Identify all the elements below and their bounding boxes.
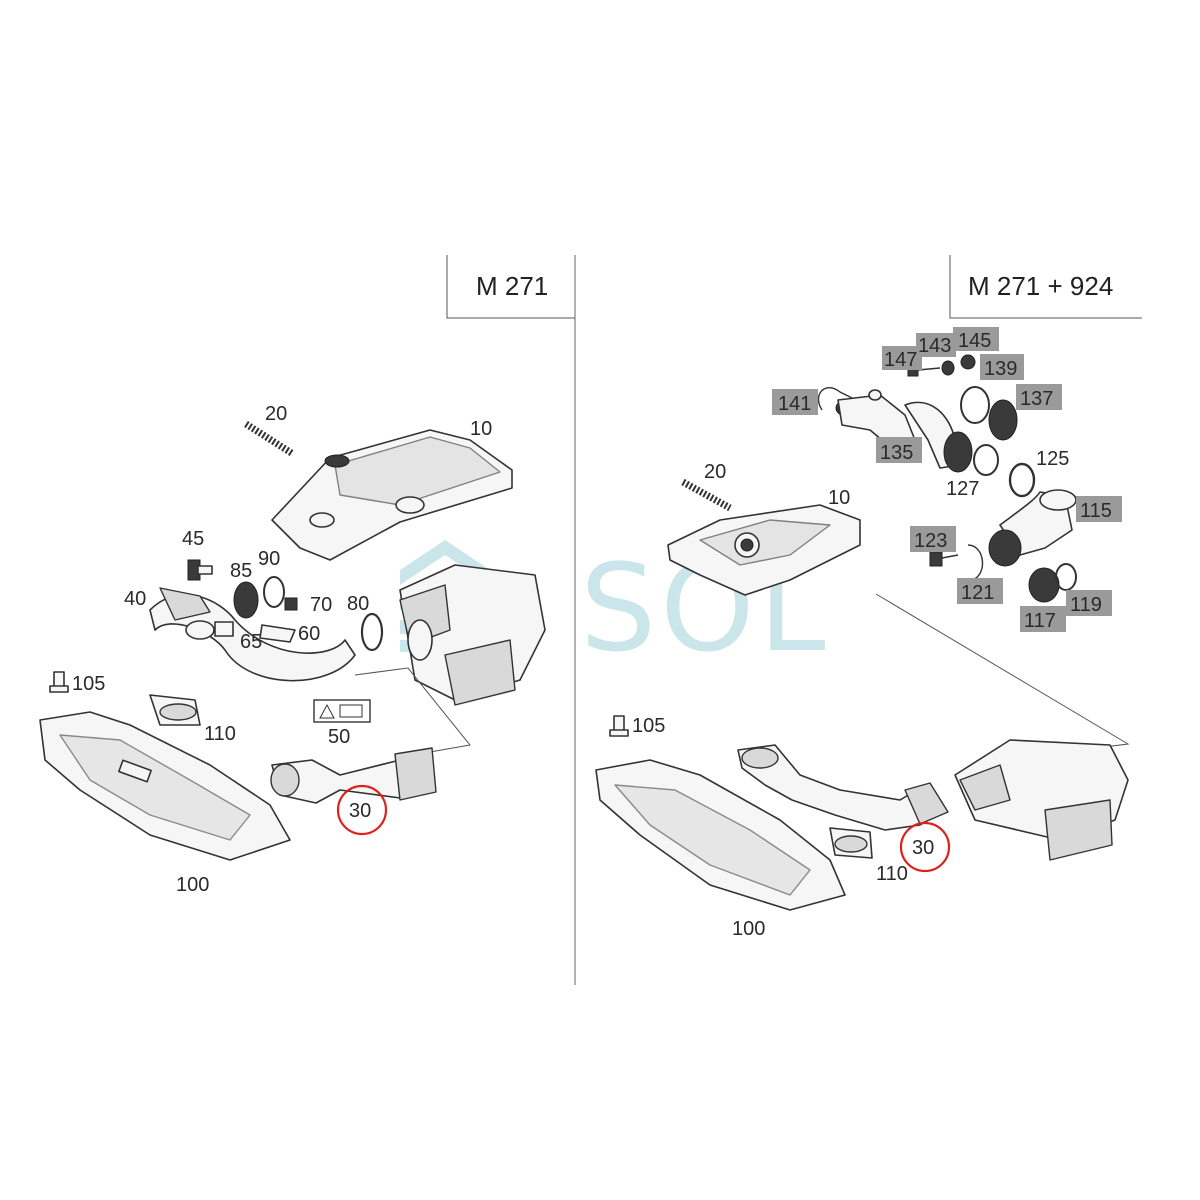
right-label-123: 123: [914, 530, 947, 552]
left-part-45-sensor: [187, 559, 213, 581]
right-part-141-clip: [817, 386, 857, 411]
right-part-20-strip: [681, 478, 732, 512]
left-part-30-intake-duct: [270, 747, 437, 804]
left-label-45: 45: [182, 528, 204, 550]
right-part-100-undertray: [595, 759, 846, 911]
right-label-121: 121: [961, 582, 994, 604]
right-label-141: 141: [778, 393, 811, 415]
right-part-127-clamp: [973, 444, 999, 476]
right-gray-label-boxes: [772, 327, 1122, 632]
right-part-105-clip: [609, 715, 629, 737]
right-label-143: 143: [918, 335, 951, 357]
left-label-110: 110: [204, 723, 236, 745]
left-leader-line: [354, 667, 471, 753]
right-part-123-bolt: [929, 551, 959, 567]
right-highlight-circle-30: [899, 821, 951, 873]
left-panel-title: M 271: [476, 271, 548, 301]
right-air-filter-housing: [954, 739, 1129, 861]
right-label-10: 10: [828, 487, 850, 509]
left-part-65-clamp: [214, 621, 234, 637]
right-label-100: 100: [732, 918, 765, 940]
left-label-105: 105: [72, 673, 105, 695]
left-air-filter-housing: [399, 564, 546, 706]
right-part-10-engine-cover: [667, 504, 861, 596]
right-part-110-cover: [829, 827, 873, 859]
left-label-100: 100: [176, 874, 209, 896]
left-label-20: 20: [265, 403, 287, 425]
left-label-30: 30: [349, 800, 371, 822]
right-label-125: 125: [1036, 448, 1069, 470]
right-leader-line: [875, 593, 1130, 751]
right-label-135: 135: [880, 442, 913, 464]
left-label-40: 40: [124, 588, 146, 610]
left-part-90-ring: [263, 576, 285, 608]
right-label-110: 110: [876, 863, 908, 885]
left-label-85: 85: [230, 560, 252, 582]
left-part-60-bracket: [259, 624, 296, 643]
left-label-70: 70: [310, 594, 332, 616]
left-part-20-strip: [244, 421, 295, 457]
left-part-100-undertray: [39, 711, 291, 861]
right-part-145-nut: [941, 360, 955, 376]
left-part-110-cover: [149, 694, 201, 726]
left-highlight-circle-30: [336, 784, 388, 836]
right-part-137-ring-b: [988, 399, 1018, 441]
left-part-85-ring: [233, 581, 259, 619]
right-label-20: 20: [704, 461, 726, 483]
left-part-80-seal: [360, 612, 384, 652]
right-part-139-clamp: [960, 386, 990, 424]
left-panel-header: M 271: [446, 255, 575, 319]
right-label-30: 30: [912, 837, 934, 859]
left-label-60: 60: [298, 623, 320, 645]
right-label-145: 145: [958, 330, 991, 352]
left-label-65: 65: [240, 631, 262, 653]
right-label-105: 105: [632, 715, 665, 737]
left-part-50-warning-label: [313, 699, 371, 723]
right-part-30-intake-duct: [737, 744, 949, 831]
left-label-10: 10: [470, 418, 492, 440]
right-part-119-clamp: [1055, 563, 1077, 591]
left-label-50: 50: [328, 726, 350, 748]
right-label-147: 147: [884, 349, 917, 371]
right-part-121-clip: [967, 544, 984, 581]
left-label-90: 90: [258, 548, 280, 570]
right-label-137: 137: [1020, 388, 1053, 410]
right-label-139: 139: [984, 358, 1017, 380]
right-label-115: 115: [1080, 500, 1112, 522]
right-part-145-grommet: [960, 354, 976, 370]
left-part-70-bolt: [284, 597, 298, 611]
right-panel-title: M 271 + 924: [968, 271, 1113, 301]
left-label-80: 80: [347, 593, 369, 615]
right-part-137-ring-a: [943, 431, 973, 473]
left-part-105-clip: [49, 671, 69, 693]
right-label-127: 127: [946, 478, 979, 500]
right-panel-header: M 271 + 924: [949, 255, 1142, 319]
right-label-117: 117: [1024, 610, 1056, 632]
right-part-117-boot: [1028, 567, 1060, 603]
right-part-115-boot: [988, 529, 1022, 567]
left-part-10-engine-cover: [271, 429, 513, 561]
right-part-125-ring: [1008, 462, 1036, 498]
right-label-119: 119: [1070, 594, 1102, 616]
left-part-40-intake-hose: [149, 587, 356, 682]
